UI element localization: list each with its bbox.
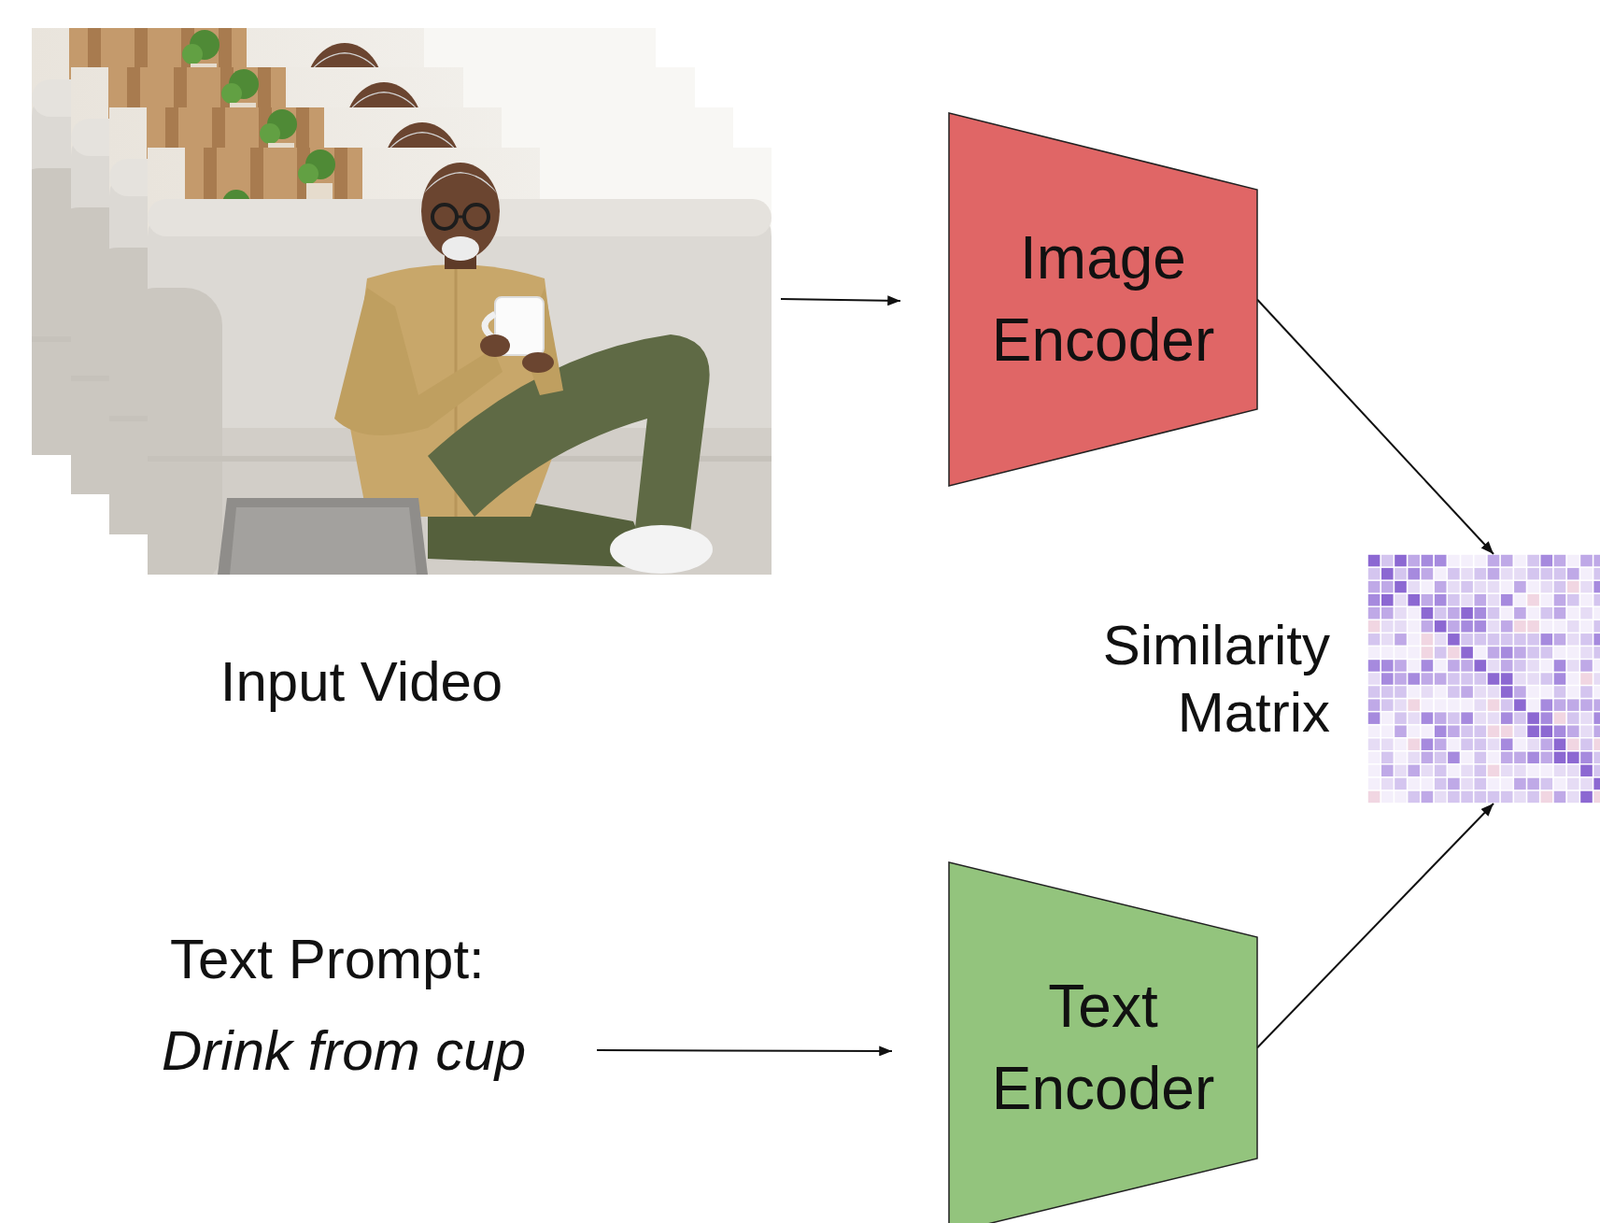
node-text-group: Similarity Matrix — [1077, 611, 1331, 747]
similarity-matrix: Similarity Matrix — [1367, 553, 1600, 804]
node-text-group: Image Encoder — [967, 217, 1239, 381]
flow-arrow — [1257, 299, 1494, 555]
node-text-group: Text Encoder — [967, 965, 1239, 1129]
image-encoder: Image Encoder — [948, 113, 1258, 486]
trapezoid-shape — [948, 113, 1258, 486]
flow-arrow — [1257, 803, 1494, 1048]
matrix-title: Similarity Matrix — [1077, 611, 1331, 747]
prompt-arrow — [596, 1049, 893, 1051]
trapezoid-shape — [948, 862, 1258, 1223]
encoder-label: Text Encoder — [967, 965, 1239, 1129]
video-arrow — [780, 298, 901, 301]
text-encoder: Text Encoder — [948, 862, 1258, 1223]
matrix-cells — [1367, 553, 1600, 804]
prompt-heading: Text Prompt: — [169, 926, 638, 992]
encoder-label: Image Encoder — [967, 217, 1239, 381]
prompt-text: Drink from cup — [161, 1018, 592, 1083]
video-frames — [3, 28, 772, 587]
video-caption: Input Video — [174, 649, 549, 714]
